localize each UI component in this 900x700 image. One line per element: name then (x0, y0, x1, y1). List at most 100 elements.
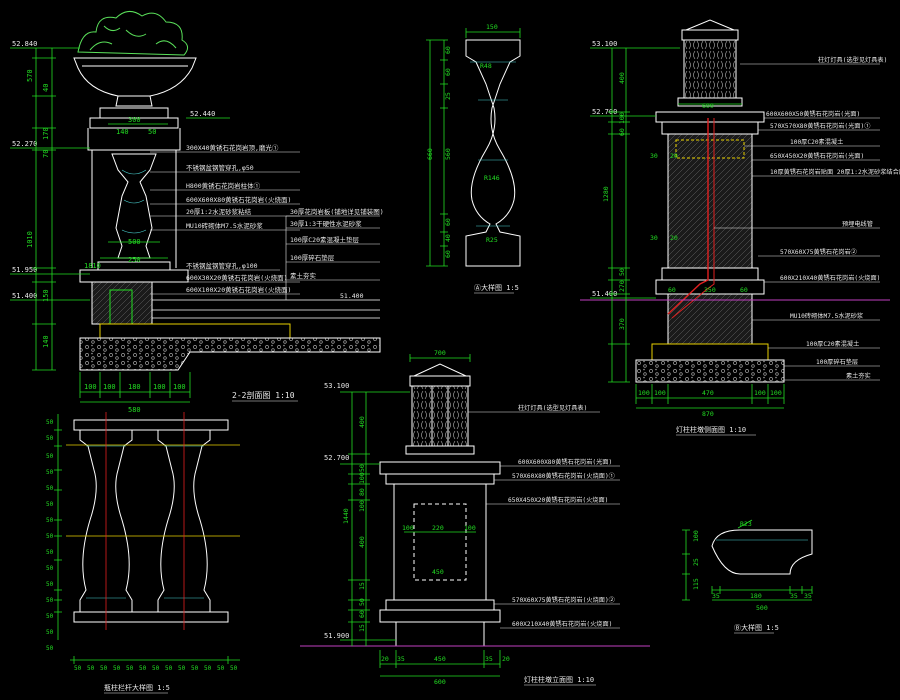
dim-text: 140 (116, 128, 129, 136)
dim-text: 50 (148, 128, 156, 136)
dim-text: 60 (618, 128, 626, 136)
dim-text: 50 (46, 419, 54, 426)
centerline-red (105, 412, 185, 630)
callout-text: 不锈钢盆钢管穿孔,φ50 (186, 163, 254, 172)
callout-text: 650X450X20黄锈石花岗岩(火烧面) (508, 496, 608, 504)
dim-text: 30 (650, 152, 658, 160)
elevation-label: 51.950 (12, 266, 37, 274)
dim-text: 50 (126, 665, 134, 672)
callout-text: 570X60X75黄锈石花岗岩② (780, 248, 857, 256)
dim-text: 150 (42, 289, 50, 302)
dim-text: 80 (358, 488, 366, 496)
dim-text: 660 (426, 148, 434, 160)
lamp-front-head (405, 363, 475, 455)
dim-text: 70 (42, 150, 50, 158)
dim-text: 500 (128, 238, 141, 246)
dim-text: 1010 (26, 231, 34, 248)
radius-label: R23 (740, 520, 752, 528)
dim-text: 50 (204, 665, 212, 672)
drawing-title: 瓶柱栏杆大样图 1:5 (104, 683, 170, 692)
callout-text: 600X210X40黄锈石花岗岩(火烧面) (780, 274, 880, 282)
callout-text: 素土夯实 (290, 271, 317, 280)
planter-bowl (73, 57, 197, 129)
dim-text: 30 (650, 234, 658, 242)
dim-text: 60 (740, 286, 748, 294)
dim-text: 100 (618, 112, 626, 124)
dim-text: 450 (434, 655, 446, 663)
callout-text: 300X40黄锈石花岗岩顶,磨光① (186, 143, 279, 152)
dim-text: 50 (618, 268, 626, 276)
dim-text: 150 (486, 23, 498, 31)
baluster-a-outline (465, 39, 521, 267)
baluster-a-dims (426, 28, 521, 267)
drawing-title: 灯柱柱墩侧面图 1:10 (676, 425, 746, 434)
callout-text: MU10砖砌体M7.5水泥砂浆 (186, 221, 263, 230)
radius-label: R146 (484, 174, 500, 182)
callout-text: 600X100X20黄锈石花岗岩(火烧面) (186, 285, 291, 294)
dim-text: 50 (74, 665, 82, 672)
dim-text: 20 (381, 655, 389, 663)
elevation-label: 51.400 (592, 290, 617, 298)
dim-text: 450 (432, 568, 444, 576)
section-22-callouts: 300X40黄锈石花岗岩顶,磨光① 不锈钢盆钢管穿孔,φ50 H800黄锈石花岗… (186, 143, 384, 300)
dim-text: 50 (46, 597, 54, 604)
baluster-elevation: 50 50 50 50 50 50 50 50 50 50 50 50 50 5… (46, 412, 240, 694)
baluster-elev-hatch (86, 445, 204, 599)
lamp-head (677, 19, 743, 107)
dim-text: 100 (754, 389, 766, 397)
dim-text: 50 (191, 665, 199, 672)
dim-text: 370 (618, 318, 626, 330)
dim-text: 60 (358, 610, 366, 618)
dim-text: 25 (444, 92, 452, 100)
baluster-elev-dim-lines (54, 414, 240, 664)
dim-text: 50 (139, 665, 147, 672)
dim-text: 180 (128, 383, 141, 391)
callout-text: 素土夯实 (846, 372, 871, 380)
dim-text: 350 (704, 286, 716, 294)
dim-text: 100 (402, 524, 414, 532)
dim-text: 100 (153, 383, 166, 391)
callout-text: 不锈钢盆钢管穿孔,φ100 (186, 261, 258, 270)
section-22-elevations: 52.840 52.440 52.270 51.950 51.400 (12, 40, 215, 300)
baluster-a-dim-texts: 150 60 60 25 560 60 40 60 660 R48 R146 R… (426, 23, 500, 258)
dim-text: 25 (692, 558, 700, 566)
drawing-title: Ⓑ大样图 1:5 (734, 623, 779, 632)
callout-text: MU10砖砌体M7.5水泥砂浆 (790, 312, 863, 320)
dim-text: 100 (173, 383, 186, 391)
dim-text: 50 (152, 665, 160, 672)
callout-text: 30厚花岗岩板(铺地详见铺装图) (290, 207, 384, 216)
drawing-title: 灯柱柱墩立面图 1:10 (524, 675, 594, 684)
dim-text: 100 (103, 383, 116, 391)
dim-text: 100 (358, 500, 366, 512)
dim-text: 600 (702, 102, 714, 110)
baluster-elev-outline (73, 419, 229, 623)
dim-text: 60 (444, 218, 452, 226)
lamp-front-elevations: 53.100 52.700 51.900 (324, 382, 349, 640)
dim-text: 50 (46, 581, 54, 588)
dim-text: 15 (358, 582, 366, 590)
lamp-front-leaders (468, 411, 620, 629)
planter-foundation (79, 281, 381, 371)
elevation-label: 52.700 (592, 108, 617, 116)
section-22-leaders (150, 151, 380, 300)
dim-text: 20 (670, 152, 678, 160)
dim-text: 50 (46, 533, 54, 540)
lamp-pillar-body (580, 111, 890, 383)
callout-text: 100厚C20素混凝土垫层 (290, 235, 359, 244)
dim-text: 50 (113, 665, 121, 672)
dim-text: 400 (358, 416, 366, 428)
dim-text: 40 (42, 84, 50, 92)
lamp-pillar-section: 53.100 52.700 51.400 400 100 60 1280 50 … (580, 19, 900, 436)
callout-text: 570X60X80黄锈石花岗岩(火烧面)① (512, 472, 615, 480)
dim-text: 50 (87, 665, 95, 672)
lamp-section-dim-lines (590, 47, 785, 409)
dim-text: 600 (434, 678, 446, 686)
elevation-label: 51.400 (12, 292, 37, 300)
callout-text: 预埋电线管 (842, 220, 873, 228)
callout-text: 100厚C20素混凝土 (790, 138, 843, 146)
dim-text: 50 (100, 665, 108, 672)
dim-text: 400 (618, 72, 626, 84)
dim-text: 115 (692, 578, 700, 590)
dim-text: 470 (702, 389, 714, 397)
